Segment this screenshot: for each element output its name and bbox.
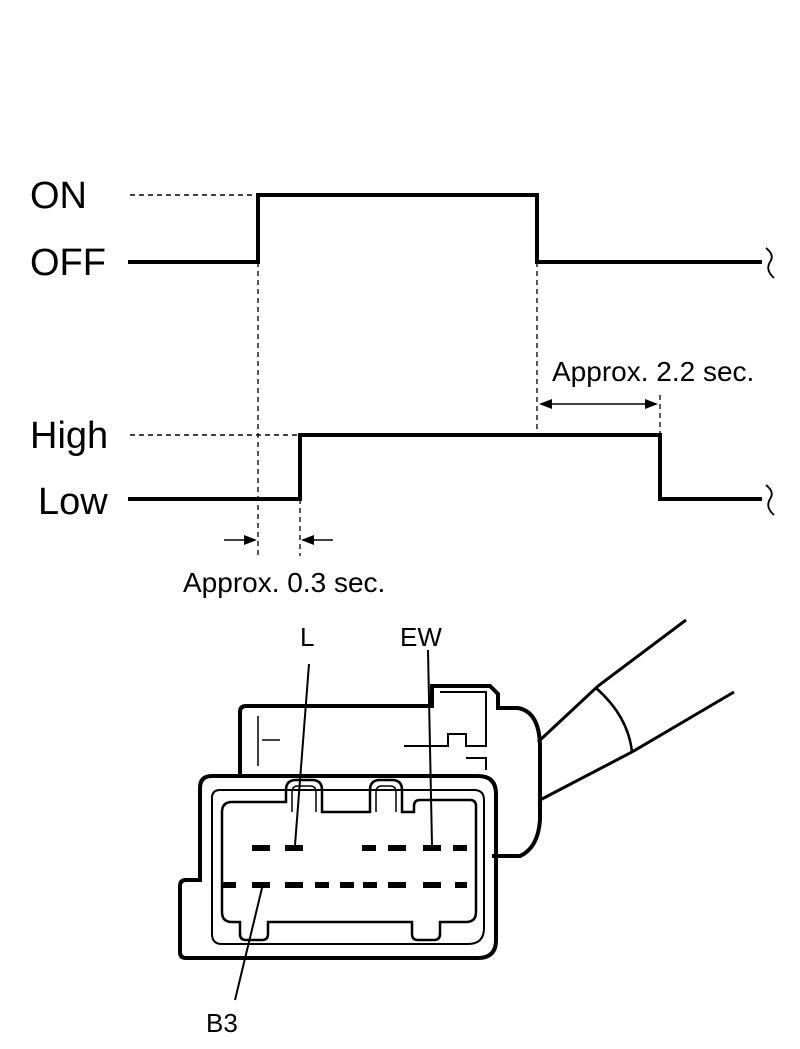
output-waveform: High Low — [30, 415, 775, 523]
terminal-pin — [252, 845, 270, 851]
low-label: Low — [38, 481, 108, 523]
high-label: High — [30, 415, 108, 457]
break-symbol — [765, 247, 775, 279]
output-signal-line — [128, 433, 762, 501]
off-label: OFF — [30, 242, 106, 284]
terminal-pins — [222, 845, 467, 888]
arrow-right-icon — [244, 535, 257, 545]
leader-line-b3 — [234, 887, 263, 1001]
leader-line-l — [294, 663, 310, 846]
pin-l-label: L — [300, 622, 314, 652]
terminal-pin — [362, 845, 376, 851]
terminal-pin — [423, 882, 441, 888]
off-delay-text: Approx. 2.2 sec. — [552, 356, 754, 387]
timing-guides — [257, 262, 661, 556]
switch-signal-line — [128, 193, 762, 264]
arrow-right-icon — [645, 399, 658, 409]
lock-tab — [291, 785, 317, 812]
pin-callouts: L EW B3 — [206, 622, 442, 1038]
terminal-pin — [222, 882, 236, 888]
terminal-pin-b3 — [252, 882, 270, 888]
switch-waveform: ON OFF — [30, 175, 775, 284]
lever-lower — [539, 690, 735, 802]
break-symbol — [765, 484, 775, 516]
lever-upper — [536, 618, 687, 744]
terminal-pin — [453, 845, 467, 851]
combination-switch-connector — [178, 618, 735, 960]
terminal-pin — [315, 882, 329, 888]
lock-tab — [375, 785, 397, 812]
terminal-pin — [340, 882, 354, 888]
terminal-pin — [388, 882, 406, 888]
on-delay-dimension: Approx. 0.3 sec. — [183, 535, 385, 598]
terminal-pin — [285, 882, 303, 888]
connector-cavity — [220, 778, 478, 942]
lever-hinge-arc — [595, 687, 634, 753]
pin-ew-label: EW — [400, 622, 442, 652]
arrow-left-icon — [539, 399, 552, 409]
terminal-pin-l — [285, 845, 303, 851]
rear-housing — [238, 684, 542, 858]
terminal-pin — [388, 845, 406, 851]
pin-b3-label: B3 — [206, 1008, 238, 1038]
connector-body — [178, 774, 498, 960]
terminal-pin-ew — [423, 845, 441, 851]
latch-detail — [466, 757, 487, 770]
off-delay-dimension: Approx. 2.2 sec. — [539, 356, 754, 409]
terminal-pin — [455, 882, 467, 888]
housing-detail — [257, 716, 280, 766]
connector-inner-wall — [211, 789, 485, 945]
latch-detail — [404, 691, 487, 747]
on-label: ON — [30, 175, 87, 217]
arrow-left-icon — [301, 535, 314, 545]
leader-line-ew — [427, 649, 433, 846]
on-delay-text: Approx. 0.3 sec. — [183, 567, 385, 598]
terminal-pin — [363, 882, 377, 888]
